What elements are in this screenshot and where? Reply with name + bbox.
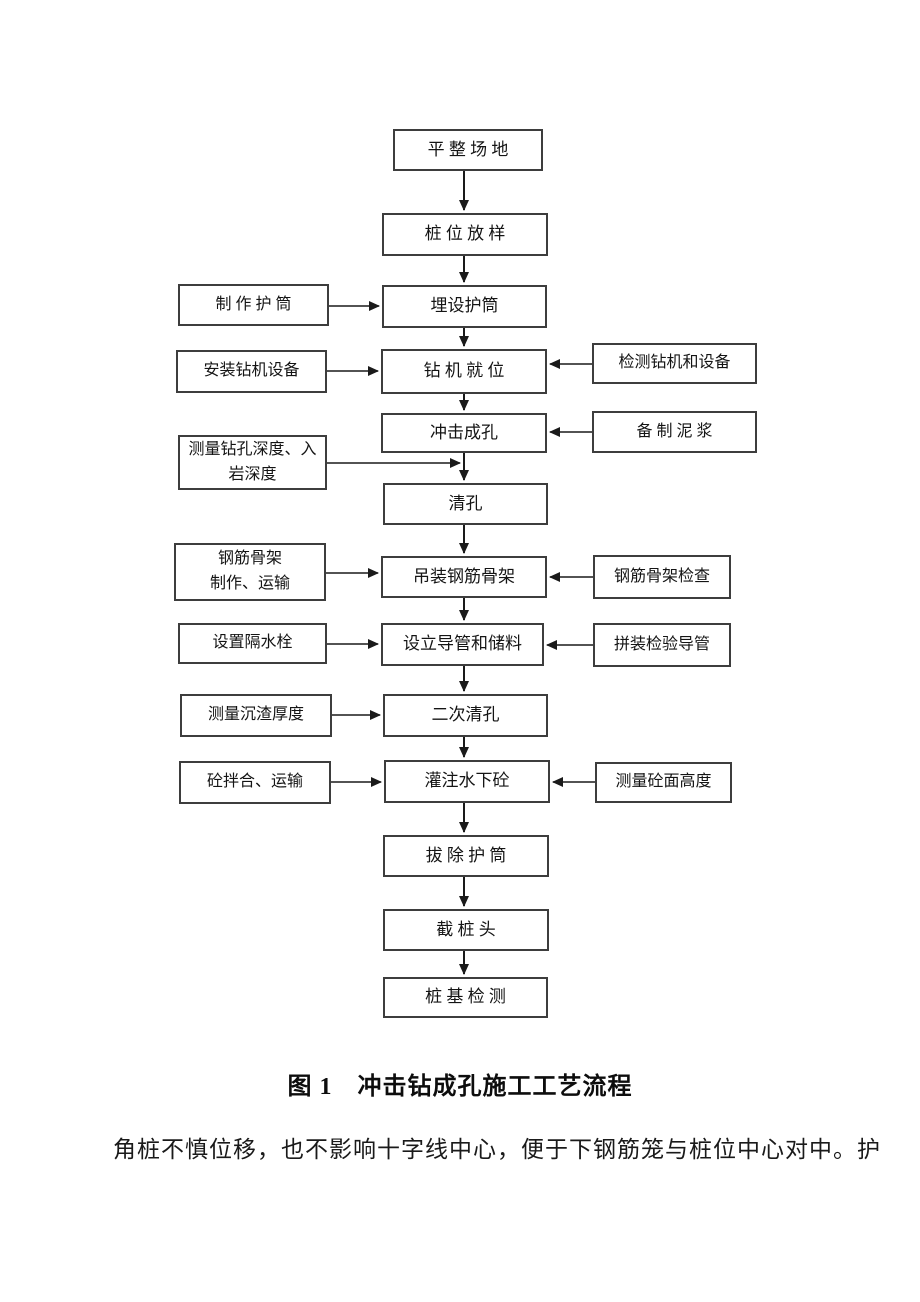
flow-node-second-hole-cleaning: 二次清孔 [383,694,548,737]
flow-node-hoist-rebar-cage: 吊装钢筋骨架 [381,556,547,598]
flow-node-make-casing: 制 作 护 筒 [178,284,329,326]
flow-node-remove-casing: 拔 除 护 筒 [383,835,549,877]
flow-node-prepare-slurry: 备 制 泥 浆 [592,411,757,453]
flow-node-assemble-inspect-conduit: 拼装检验导管 [593,623,731,667]
flow-node-level-site: 平 整 场 地 [393,129,543,171]
flow-node-install-drill-equipment: 安装钻机设备 [176,350,327,393]
flow-node-pile-testing: 桩 基 检 测 [383,977,548,1018]
flow-node-measure-sediment-thickness: 测量沉渣厚度 [180,694,332,737]
flow-node-cut-pile-head: 截 桩 头 [383,909,549,951]
flow-node-pour-underwater-concrete: 灌注水下砼 [384,760,550,803]
flow-node-measure-hole-depth: 测量钻孔深度、入 岩深度 [178,435,327,490]
flow-node-rebar-cage-fabrication: 钢筋骨架 制作、运输 [174,543,326,601]
flow-node-check-drill-equipment: 检测钻机和设备 [592,343,757,384]
flow-node-rebar-cage-inspection: 钢筋骨架检查 [593,555,731,599]
flow-node-clean-hole: 清孔 [383,483,548,525]
flow-node-pile-layout: 桩 位 放 样 [382,213,548,256]
body-paragraph: 角桩不慎位移，也不影响十字线中心，便于下钢筋笼与桩位中心对中。护 [113,1137,881,1162]
flow-node-set-conduit-hopper: 设立导管和储料 [381,623,544,666]
flow-node-set-water-stop-plug: 设置隔水栓 [178,623,327,664]
flow-node-measure-concrete-level: 测量砼面高度 [595,762,732,803]
flow-node-concrete-mixing-transport: 砼拌合、运输 [179,761,331,804]
flow-node-bury-casing: 埋设护筒 [382,285,547,328]
flow-node-impact-drilling: 冲击成孔 [381,413,547,453]
flow-node-rig-in-position: 钻 机 就 位 [381,349,547,394]
figure-caption: 图 1 冲击钻成孔施工工艺流程 [287,1074,633,1100]
